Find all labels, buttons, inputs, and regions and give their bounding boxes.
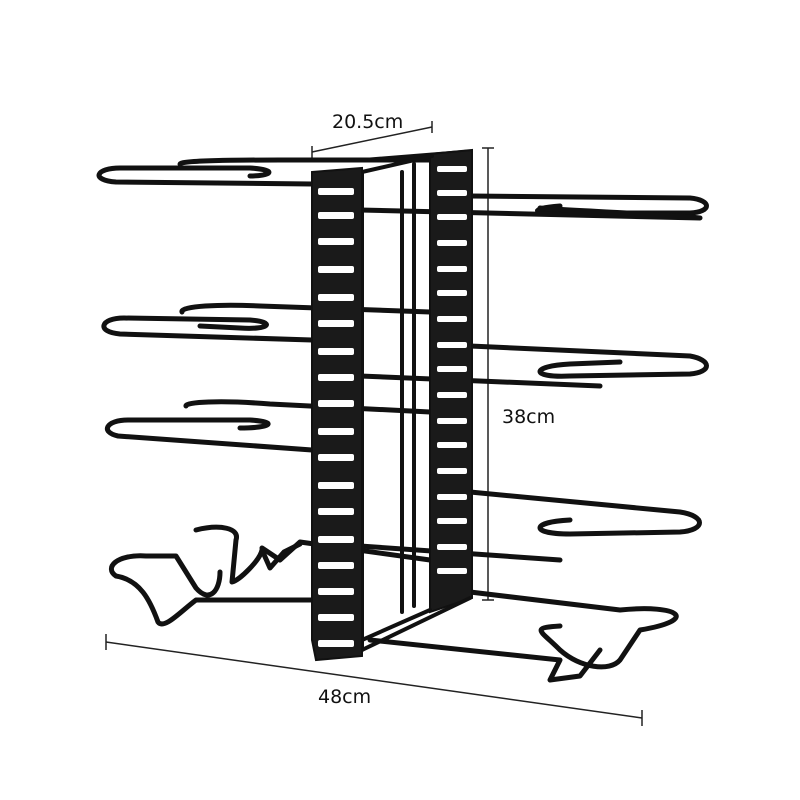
- back-panel: [429, 148, 473, 614]
- width-dimension-label: 20.5cm: [332, 111, 404, 133]
- front-panel: [311, 166, 363, 662]
- length-dimension-label: 48cm: [318, 686, 372, 708]
- dimension-lines: [105, 121, 643, 726]
- wire-arms-right: [357, 193, 709, 683]
- height-dimension-label: 38cm: [502, 406, 556, 428]
- wire-arms-left: [96, 165, 315, 627]
